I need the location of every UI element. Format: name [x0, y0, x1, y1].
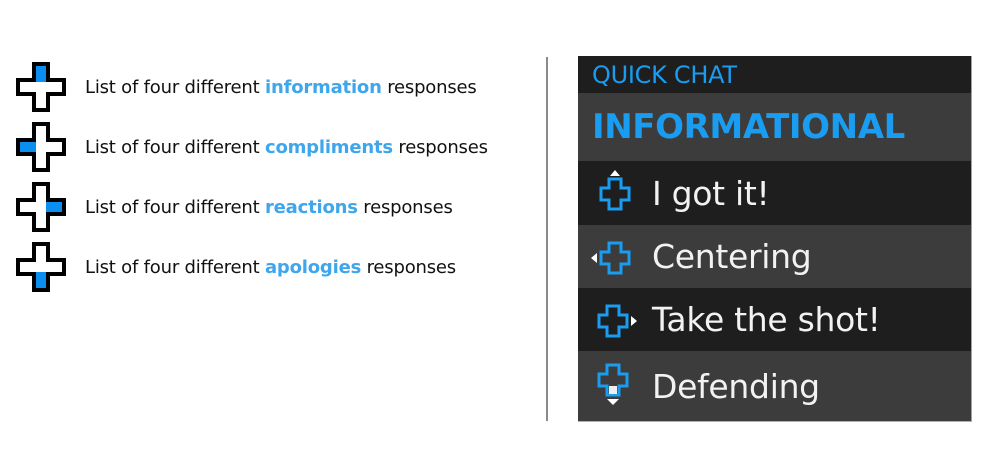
legend-keyword: reactions [264, 196, 358, 218]
legend-keyword: compliments [264, 136, 393, 158]
legend-text-information: List of four different information respo… [85, 76, 477, 98]
legend-row-apologies: List of four different apologies respons… [14, 237, 534, 297]
legend-row-compliments: List of four different compliments respo… [14, 117, 534, 177]
dpad-down-icon [597, 363, 629, 405]
legend-text-apologies: List of four different apologies respons… [85, 256, 456, 278]
dpad-down-icon [16, 242, 66, 292]
legend-text-reactions: List of four different reactions respons… [85, 196, 453, 218]
quick-chat-option-right[interactable]: Take the shot! [578, 288, 971, 351]
dpad-up-icon [599, 170, 631, 211]
quick-chat-legend: List of four different information respo… [14, 57, 534, 297]
option-label: I got it! [652, 173, 770, 213]
dpad-right-icon [597, 304, 637, 337]
quick-chat-panel: QUICK CHAT INFORMATIONAL I got it! Cente… [578, 56, 972, 422]
panel-category-title: INFORMATIONAL [592, 107, 905, 147]
dpad-left-icon [16, 122, 66, 172]
quick-chat-option-up[interactable]: I got it! [578, 161, 971, 225]
panel-category-header: INFORMATIONAL [578, 93, 971, 161]
legend-row-information: List of four different information respo… [14, 57, 534, 117]
legend-text-compliments: List of four different compliments respo… [85, 136, 488, 158]
panel-title: QUICK CHAT [592, 60, 737, 89]
legend-keyword: apologies [264, 256, 362, 278]
quick-chat-option-left[interactable]: Centering [578, 225, 971, 288]
legend-row-reactions: List of four different reactions respons… [14, 177, 534, 237]
quick-chat-option-down[interactable]: Defending [578, 351, 971, 421]
option-label: Defending [652, 366, 820, 406]
vertical-divider [546, 57, 548, 421]
panel-header: QUICK CHAT [578, 56, 971, 93]
dpad-left-icon [591, 241, 631, 274]
dpad-up-icon [16, 62, 66, 112]
option-label: Centering [652, 237, 812, 276]
option-label: Take the shot! [652, 300, 881, 339]
legend-keyword: information [264, 76, 382, 98]
dpad-right-icon [16, 182, 66, 232]
